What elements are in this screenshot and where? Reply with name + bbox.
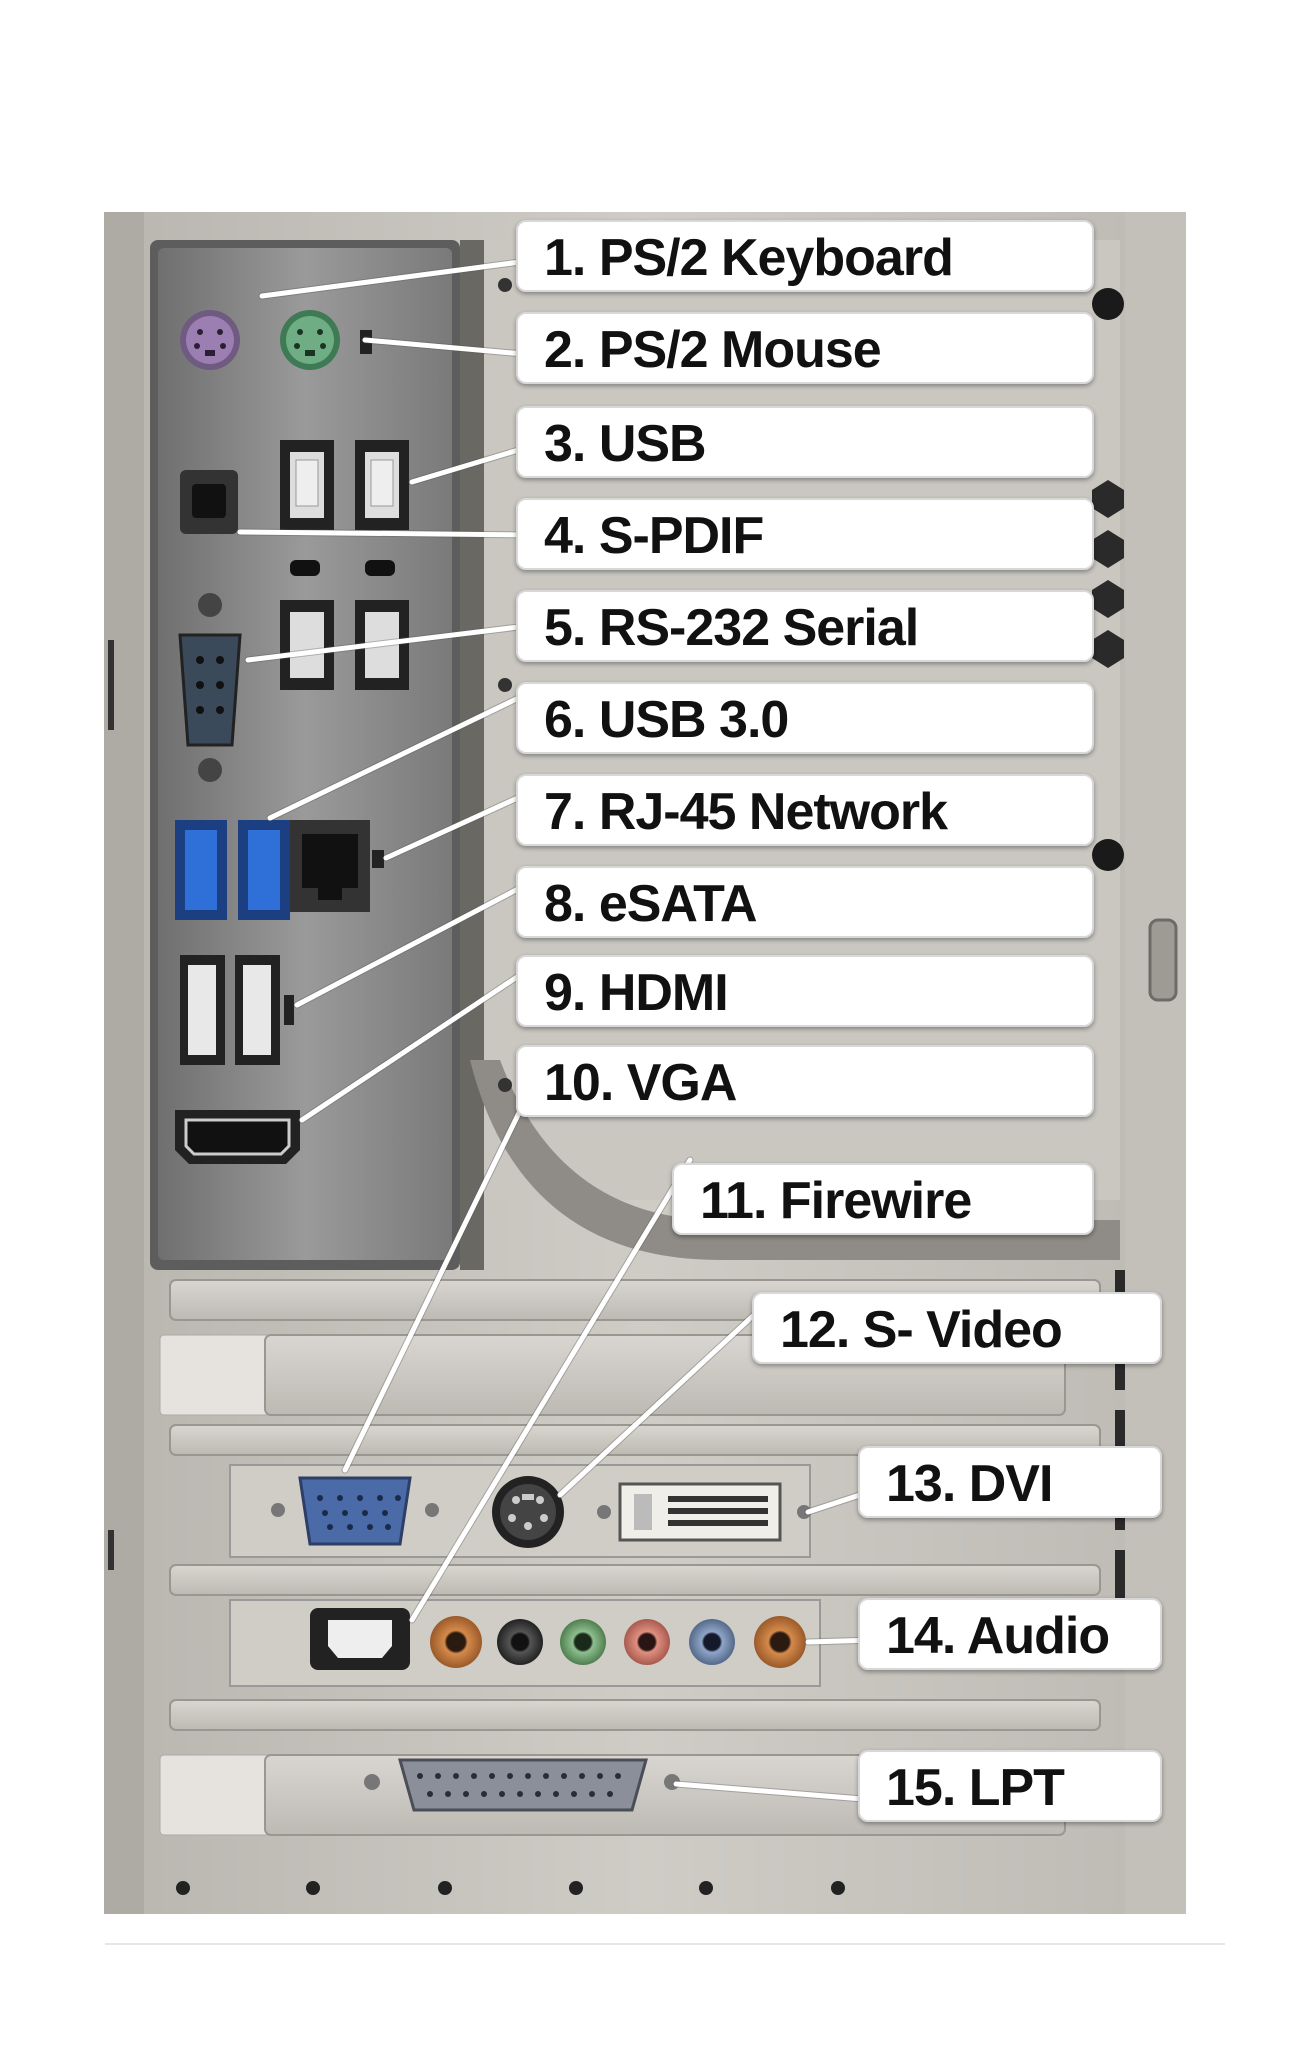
label-usb-3-0: 6. USB 3.0 (516, 682, 1094, 754)
leader-lines (236, 256, 879, 1804)
spdif-port (180, 470, 238, 534)
label-hdmi: 9. HDMI (516, 955, 1094, 1027)
label-rj45-network: 7. RJ-45 Network (516, 774, 1094, 846)
label-firewire: 11. Firewire (672, 1163, 1094, 1235)
ps2-keyboard-port (180, 310, 240, 370)
label-esata: 8. eSATA (516, 866, 1094, 938)
ps2-mouse-port (280, 310, 340, 370)
s-video-port (492, 1476, 564, 1548)
label-rs232-serial: 5. RS-232 Serial (516, 590, 1094, 662)
bottom-divider (105, 1943, 1225, 1945)
dvi-port (597, 1482, 811, 1542)
lpt-port (364, 1758, 680, 1812)
serial-port (178, 593, 242, 782)
label-s-pdif: 4. S-PDIF (516, 498, 1094, 570)
vga-port (271, 1476, 439, 1546)
usb3-port (175, 820, 290, 920)
firewire-port (310, 1608, 410, 1670)
label-vga: 10. VGA (516, 1045, 1094, 1117)
label-usb: 3. USB (516, 406, 1094, 478)
label-dvi: 13. DVI (858, 1446, 1162, 1518)
label-audio: 14. Audio (858, 1598, 1162, 1670)
label-ps2-keyboard: 1. PS/2 Keyboard (516, 220, 1094, 292)
label-s-video: 12. S- Video (752, 1292, 1162, 1364)
label-ps2-mouse: 2. PS/2 Mouse (516, 312, 1094, 384)
esata-port (180, 955, 294, 1065)
label-lpt: 15. LPT (858, 1750, 1162, 1822)
rj45-port (290, 820, 384, 912)
usb-port (280, 440, 409, 530)
audio-jacks (430, 1616, 806, 1668)
hdmi-port (175, 1110, 300, 1164)
